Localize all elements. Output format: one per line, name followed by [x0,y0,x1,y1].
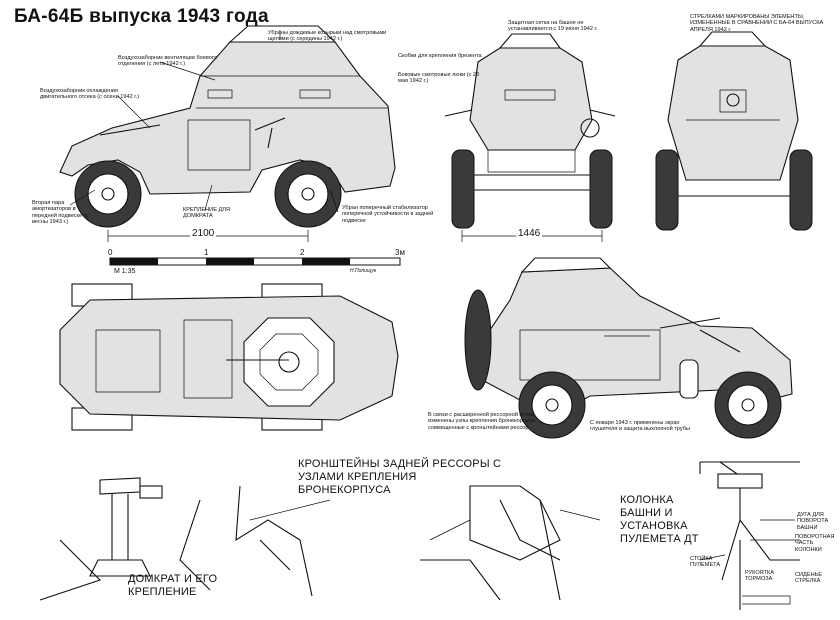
note-shock: Вторая пара амортизаторов в передней под… [32,200,89,226]
caption-jack: ДОМКРАТ И ЕГО КРЕПЛЕНИЕ [128,573,218,598]
scale-labels: 0 1 2 3м М 1:35 Н.Полищук [108,248,410,280]
note-observation: Убраны дождевые козырьки над смотровыми … [268,30,387,43]
scale-bar [109,257,401,266]
scale-tick-0: 0 [108,248,113,257]
caption-turret-column: КОЛОНКА БАШНИ И УСТАНОВКА ПУЛЕМЕТА ДТ [620,494,699,545]
scale-author: Н.Полищук [350,268,377,274]
note-cooling: Воздухозаборник охлаждения двигательного… [40,88,140,101]
spring-bracket [420,485,601,601]
caption-rear-springs: КРОНШТЕЙНЫ ЗАДНЕЙ РЕССОРЫ С УЗЛАМИ КРЕПЛ… [298,458,502,496]
note-arrows: СТРЕЛКАМИ МАРКИРОВАНЫ ЭЛЕМЕНТЫ, ИЗМЕНЕНН… [690,14,824,33]
scale-tick-3: 3м [395,248,405,257]
top-view [59,283,399,431]
note-brake-handle: РУКОЯТКА ТОРМОЗА [745,570,775,583]
scale-tick-2: 2 [300,248,305,257]
note-seat: СИДЕНЬЕ СТРЕЛКА [795,572,823,585]
note-sight: ДУГА ДЛЯ ПОВОРОТА БАШНИ [797,512,829,531]
turret-column [699,461,800,610]
front-view [444,33,616,242]
side-view [59,25,396,242]
note-stabilizer: Убран поперечный стабилизатор поперечной… [342,205,434,224]
scale-tick-1: 1 [204,248,209,257]
note-tarp: Скобки для крепления брезента [398,53,482,59]
note-grille: Защитная сетка на башне не устанавливает… [508,20,598,33]
scale-label: М 1:35 [114,268,136,275]
dimension-wheelbase: 2100 [190,228,217,239]
note-hatches: Боковые смотровые люки (с 23 мая 1942 г.… [398,72,480,85]
note-muffler: С января 1943 г. применены экран глушите… [590,420,690,433]
note-column-stand: СТОЙКА ПУЛЕМЕТА [690,556,721,569]
note-spring-mounts: В связи с расширенной рессорной колеи из… [428,412,537,431]
note-jack-bracket: КРЕПЛЕНИЕ ДЛЯ ДОМКРАТА [183,207,230,220]
jack-detail [39,477,331,601]
side-view-right [464,257,793,439]
rear-view [655,31,813,231]
note-ventilator: Воздухозаборник вентиляции боевого отдел… [118,55,217,68]
dimension-track: 1446 [516,228,543,239]
note-turning: ПОВОРОТНАЯ ЧАСТЬ КОЛОНКИ [795,534,835,553]
page-title: БА-64Б выпуска 1943 года [14,6,269,27]
